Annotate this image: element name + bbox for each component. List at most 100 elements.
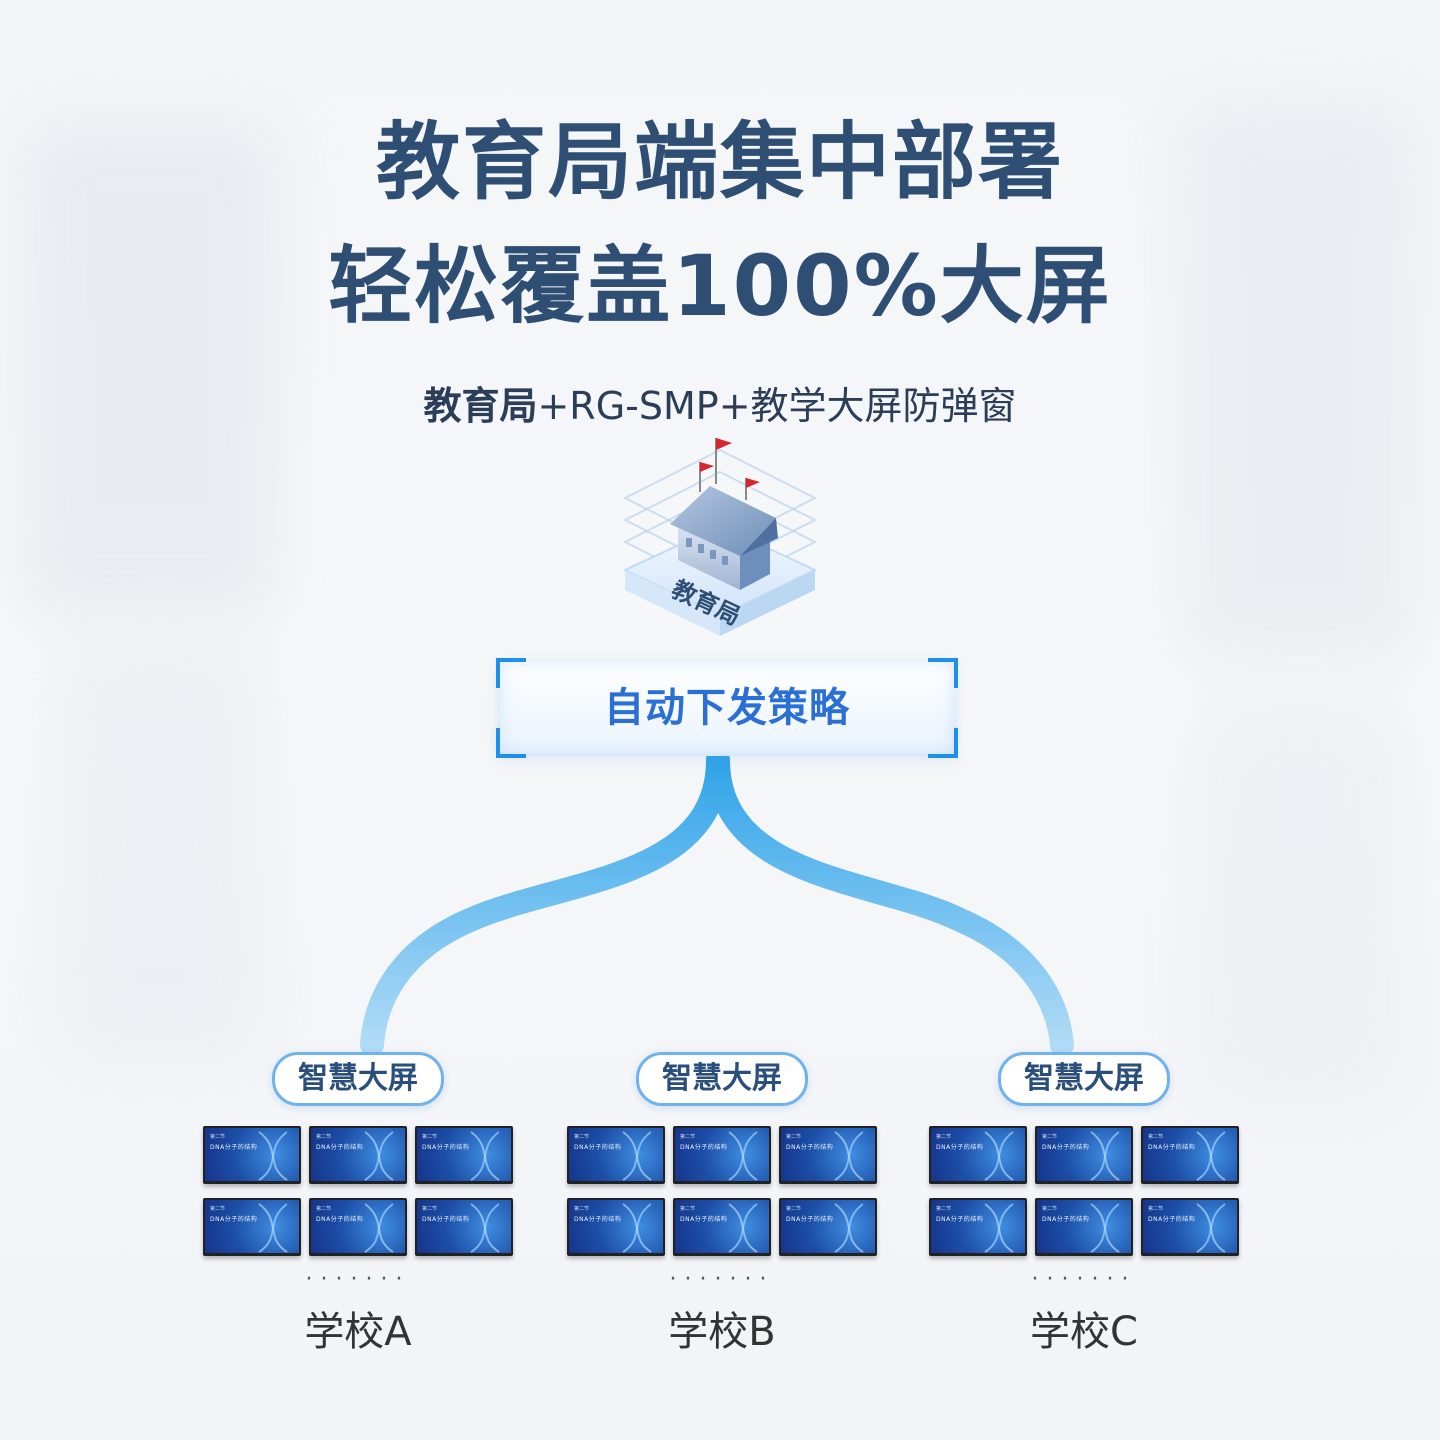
auto-policy-box: 自动下发策略 — [496, 658, 958, 758]
dna-icon — [364, 1203, 394, 1253]
screen-topic: DNA分子的结构 — [422, 1216, 470, 1223]
screen-chapter: 第二节 — [786, 1134, 802, 1140]
more-dots: ······· — [669, 1267, 775, 1292]
dna-icon — [984, 1203, 1014, 1253]
screen-topic: DNA分子的结构 — [316, 1144, 364, 1151]
screen-content: 第二节 DNA分子的结构 — [311, 1200, 405, 1253]
smart-screen-thumbnail: 第二节 DNA分子的结构 — [929, 1126, 1027, 1184]
dna-icon — [470, 1203, 500, 1253]
smart-screen-thumbnail: 第二节 DNA分子的结构 — [203, 1198, 301, 1256]
background-blob — [20, 120, 280, 620]
title-line-2: 轻松覆盖100%大屏 — [328, 237, 1112, 335]
smart-screen-thumbnail: 第二节 DNA分子的结构 — [929, 1198, 1027, 1256]
screen-chapter: 第二节 — [422, 1134, 438, 1140]
smart-screen-thumbnail: 第二节 DNA分子的结构 — [779, 1126, 877, 1184]
screen-chapter: 第二节 — [316, 1134, 332, 1140]
screen-chapter: 第二节 — [786, 1206, 802, 1212]
smart-screen-thumbnail: 第二节 DNA分子的结构 — [415, 1198, 513, 1256]
screen-topic: DNA分子的结构 — [210, 1144, 258, 1151]
dna-icon — [728, 1203, 758, 1253]
dna-icon — [728, 1131, 758, 1181]
dna-icon — [364, 1131, 394, 1181]
dna-icon — [1090, 1203, 1120, 1253]
smart-screen-thumbnail: 第二节 DNA分子的结构 — [309, 1198, 407, 1256]
screen-topic: DNA分子的结构 — [316, 1216, 364, 1223]
screen-topic: DNA分子的结构 — [1042, 1216, 1090, 1223]
dna-icon — [1090, 1131, 1120, 1181]
background-blob — [1200, 700, 1400, 1100]
screen-content: 第二节 DNA分子的结构 — [417, 1128, 511, 1181]
screen-content: 第二节 DNA分子的结构 — [205, 1200, 299, 1253]
screen-content: 第二节 DNA分子的结构 — [781, 1200, 875, 1253]
screen-topic: DNA分子的结构 — [210, 1216, 258, 1223]
screen-topic: DNA分子的结构 — [1148, 1144, 1196, 1151]
smart-screen-thumbnail: 第二节 DNA分子的结构 — [779, 1198, 877, 1256]
screen-chapter: 第二节 — [1148, 1206, 1164, 1212]
screen-chapter: 第二节 — [422, 1206, 438, 1212]
screen-topic: DNA分子的结构 — [574, 1216, 622, 1223]
screen-content: 第二节 DNA分子的结构 — [417, 1200, 511, 1253]
screen-chapter: 第二节 — [1042, 1134, 1058, 1140]
dna-icon — [834, 1203, 864, 1253]
screen-topic: DNA分子的结构 — [936, 1216, 984, 1223]
screen-topic: DNA分子的结构 — [936, 1144, 984, 1151]
dna-icon — [1196, 1203, 1226, 1253]
screen-chapter: 第二节 — [210, 1206, 226, 1212]
background-blob — [60, 640, 260, 1060]
subtitle-bureau: 教育局 — [423, 384, 538, 428]
education-bureau-icon: 教育局 — [622, 438, 818, 636]
background-blob — [1180, 100, 1420, 660]
dna-icon — [622, 1131, 652, 1181]
subtitle: 教育局+RG-SMP+教学大屏防弹窗 — [0, 382, 1440, 430]
screen-chapter: 第二节 — [680, 1206, 696, 1212]
dna-icon — [834, 1131, 864, 1181]
corner-bracket — [496, 658, 526, 688]
screen-topic: DNA分子的结构 — [786, 1144, 834, 1151]
screen-chapter: 第二节 — [936, 1206, 952, 1212]
line-to-school-c — [706, 748, 1074, 1057]
dna-icon — [258, 1131, 288, 1181]
screen-topic: DNA分子的结构 — [574, 1144, 622, 1151]
screen-content: 第二节 DNA分子的结构 — [931, 1200, 1025, 1253]
screen-content: 第二节 DNA分子的结构 — [1037, 1200, 1131, 1253]
corner-bracket — [928, 728, 958, 758]
screen-content: 第二节 DNA分子的结构 — [311, 1128, 405, 1181]
dna-icon — [622, 1203, 652, 1253]
smart-screen-pill: 智慧大屏 — [636, 1052, 808, 1106]
screen-chapter: 第二节 — [574, 1206, 590, 1212]
school-label: 学校B — [668, 1309, 776, 1355]
smart-screen-thumbnail: 第二节 DNA分子的结构 — [309, 1126, 407, 1184]
smart-screen-thumbnail: 第二节 DNA分子的结构 — [415, 1126, 513, 1184]
corner-bracket — [928, 658, 958, 688]
corner-bracket — [496, 728, 526, 758]
dna-icon — [984, 1131, 1014, 1181]
school-label: 学校A — [304, 1309, 412, 1355]
smart-screen-thumbnail: 第二节 DNA分子的结构 — [1035, 1198, 1133, 1256]
screen-topic: DNA分子的结构 — [422, 1144, 470, 1151]
screen-chapter: 第二节 — [936, 1134, 952, 1140]
screen-topic: DNA分子的结构 — [786, 1216, 834, 1223]
screen-content: 第二节 DNA分子的结构 — [931, 1128, 1025, 1181]
dna-icon — [470, 1131, 500, 1181]
line-to-school-a — [360, 748, 730, 1057]
screen-chapter: 第二节 — [1042, 1206, 1058, 1212]
screen-chapter: 第二节 — [316, 1206, 332, 1212]
